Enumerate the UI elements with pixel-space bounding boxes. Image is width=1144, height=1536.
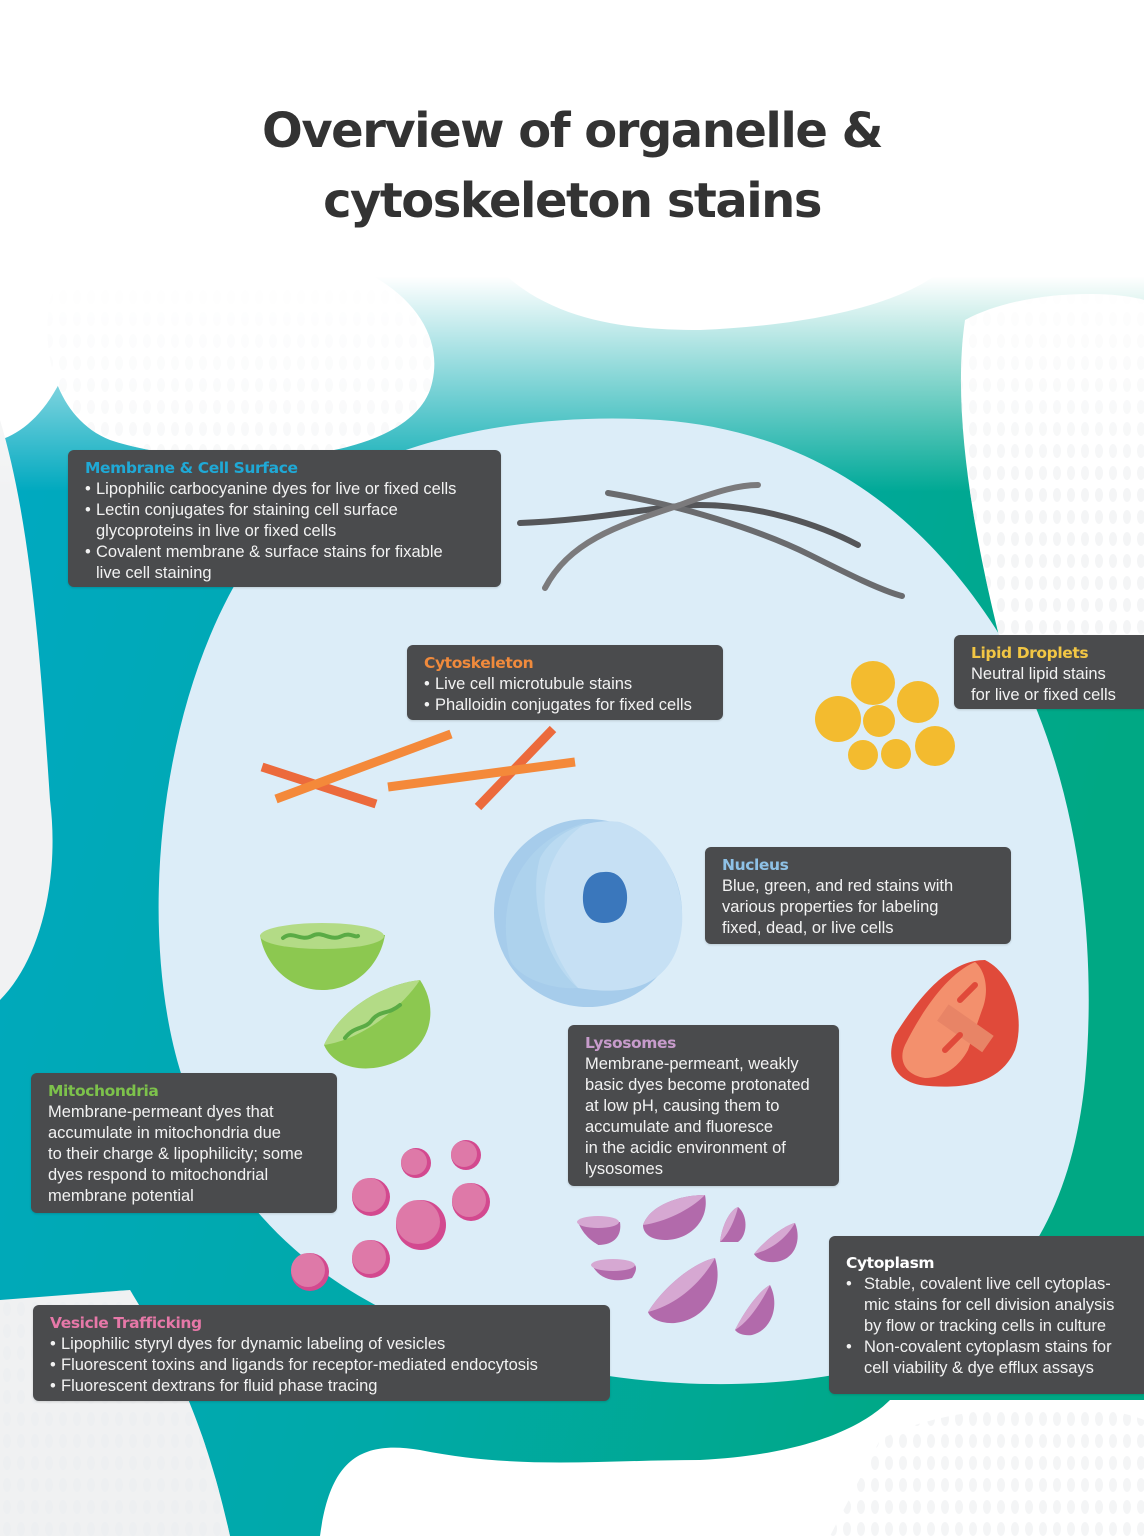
list-item: Covalent membrane & surface stains for f…: [85, 542, 487, 584]
card-text: Membrane-permeant, weakly basic dyes bec…: [585, 1055, 810, 1178]
card-text: Blue, green, and red stains with various…: [722, 877, 954, 937]
card-list: Live cell microtubule stains Phalloidin …: [424, 674, 709, 716]
card-membrane: Membrane & Cell Surface Lipophilic carbo…: [68, 450, 501, 587]
mitochondrion-red: [891, 960, 1019, 1087]
card-list: Lipophilic carbocyanine dyes for live or…: [85, 479, 487, 584]
list-item: Non-covalent cytoplasm stains for cell v…: [846, 1337, 1130, 1379]
list-item: Fluorescent toxins and ligands for recep…: [50, 1355, 596, 1376]
title-line-1: Overview of organelle &: [262, 103, 883, 159]
microtubules: [517, 482, 905, 599]
card-nucleus: Nucleus Blue, green, and red stains with…: [705, 847, 1011, 944]
card-mitochondria: Mitochondria Membrane-permeant dyes that…: [31, 1073, 337, 1213]
list-item: Stable, covalent live cell cytoplas-mic …: [846, 1274, 1130, 1337]
list-item: Fluorescent dextrans for fluid phase tra…: [50, 1376, 596, 1397]
nucleus: [494, 819, 683, 1007]
card-vesicle-trafficking: Vesicle Trafficking Lipophilic styryl dy…: [33, 1305, 610, 1401]
list-item: Phalloidin conjugates for fixed cells: [424, 695, 709, 716]
card-text: Membrane-permeant dyes that accumulate i…: [48, 1103, 303, 1205]
card-list: Lipophilic styryl dyes for dynamic label…: [50, 1334, 596, 1397]
list-item: Lipophilic styryl dyes for dynamic label…: [50, 1334, 596, 1355]
card-heading: Mitochondria: [48, 1082, 159, 1100]
actin-filaments: [260, 725, 576, 811]
lipid-droplets: [815, 661, 955, 770]
title-line-2: cytoskeleton stains: [323, 173, 822, 229]
list-item: Live cell microtubule stains: [424, 674, 709, 695]
card-lysosomes: Lysosomes Membrane-permeant, weakly basi…: [568, 1025, 839, 1186]
card-heading: Nucleus: [722, 856, 789, 874]
card-heading: Cytoskeleton: [424, 654, 534, 672]
card-text: Neutral lipid stains for live or fixed c…: [971, 665, 1116, 704]
vesicles: [291, 1140, 490, 1291]
lysosomes: [577, 1195, 798, 1336]
card-heading: Vesicle Trafficking: [50, 1314, 202, 1332]
card-heading: Lipid Droplets: [971, 644, 1089, 662]
card-cytoskeleton: Cytoskeleton Live cell microtubule stain…: [407, 645, 723, 720]
card-cytoplasm: Cytoplasm Stable, covalent live cell cyt…: [829, 1236, 1144, 1394]
list-item: Lipophilic carbocyanine dyes for live or…: [85, 479, 487, 500]
card-heading: Membrane & Cell Surface: [85, 459, 298, 477]
card-lipid-droplets: Lipid Droplets Neutral lipid stains for …: [954, 635, 1144, 709]
card-list: Stable, covalent live cell cytoplas-mic …: [846, 1274, 1130, 1379]
mitochondria: [260, 923, 431, 1069]
list-item: Lectin conjugates for staining cell surf…: [85, 500, 487, 542]
card-heading: Cytoplasm: [846, 1254, 935, 1272]
page-title: Overview of organelle & cytoskeleton sta…: [0, 96, 1144, 236]
card-heading: Lysosomes: [585, 1034, 676, 1052]
